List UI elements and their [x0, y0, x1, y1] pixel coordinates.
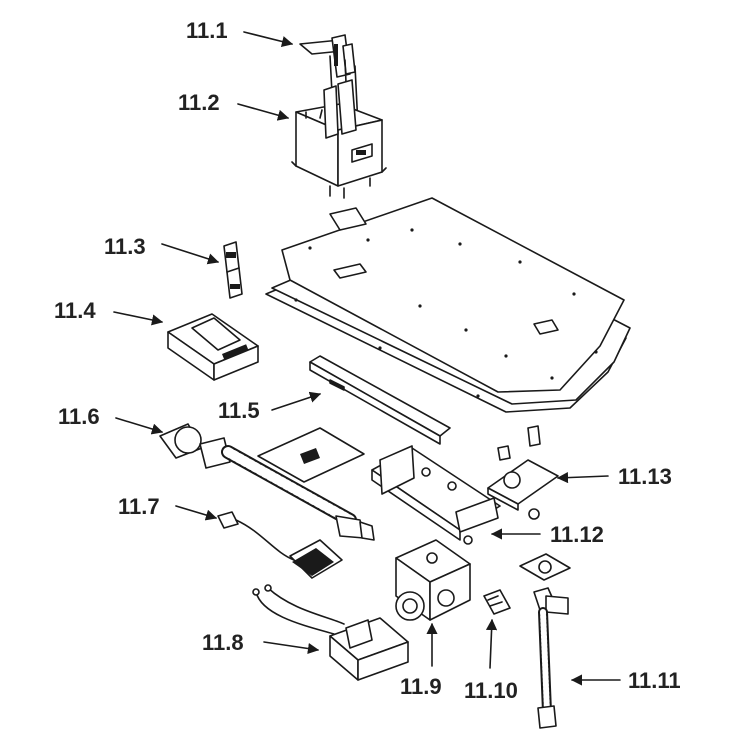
part-11-12-bracket: [371, 445, 501, 545]
callout-11-5: 11.5: [218, 398, 260, 423]
part-11-3-connector: [223, 241, 243, 299]
callout-11-4: 11.4: [54, 298, 96, 323]
callout-11-3: 11.3: [104, 234, 146, 259]
callout-11-10: 11.10: [464, 678, 518, 703]
part-11-7-wire-harness: [217, 511, 343, 579]
callout-11-7: 11.7: [118, 494, 160, 519]
part-base-plate: [265, 197, 631, 413]
part-11-13-igniter-bracket: [487, 425, 559, 520]
callout-11-9: 11.9: [400, 674, 442, 699]
part-11-4-control-module: [167, 313, 259, 381]
callout-11-6: 11.6: [58, 404, 100, 429]
callout-11-8: 11.8: [202, 630, 244, 655]
callout-11-13: 11.13: [618, 464, 672, 489]
callout-arrows: [113, 31, 621, 686]
callout-11-12: 11.12: [550, 522, 604, 547]
part-11-8-junction-box: [252, 584, 409, 681]
callout-11-1: 11.1: [186, 18, 228, 43]
callout-11-11: 11.11: [628, 668, 681, 693]
part-11-11-gas-pipe: [519, 553, 571, 729]
part-label-sheet: [257, 427, 365, 483]
part-11-9-gas-valve: [395, 539, 471, 621]
part-11-6-gas-hose: [159, 423, 375, 541]
part-11-2-burner-box: [291, 79, 387, 199]
part-11-10-fitting: [483, 589, 511, 615]
part-11-5-rail: [309, 355, 451, 445]
callout-11-2: 11.2: [178, 90, 220, 115]
